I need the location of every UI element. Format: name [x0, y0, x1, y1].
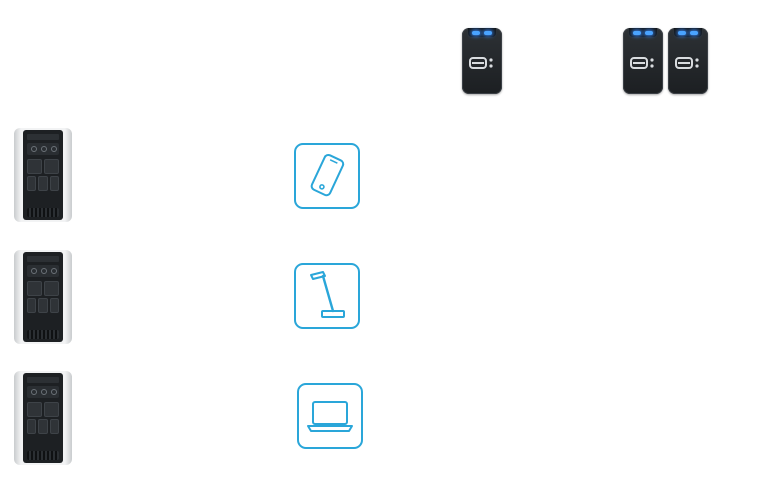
power-station-unit-2 — [14, 250, 72, 344]
power-station-unit-1 — [14, 128, 72, 222]
extra-battery-double-2 — [668, 28, 708, 94]
device-tile-laptop — [297, 383, 363, 449]
extra-battery-single — [462, 28, 502, 94]
battery-logo-icon — [629, 54, 657, 72]
battery-logo-icon — [674, 54, 702, 72]
device-tile-desk-lamp — [294, 263, 360, 329]
extra-battery-double-1 — [623, 28, 663, 94]
device-tile-smartphone — [294, 143, 360, 209]
desk-lamp-icon — [310, 271, 345, 318]
power-station-unit-3 — [14, 371, 72, 465]
battery-logo-icon — [468, 54, 496, 72]
laptop-icon — [307, 401, 353, 432]
smartphone-icon — [310, 153, 345, 197]
